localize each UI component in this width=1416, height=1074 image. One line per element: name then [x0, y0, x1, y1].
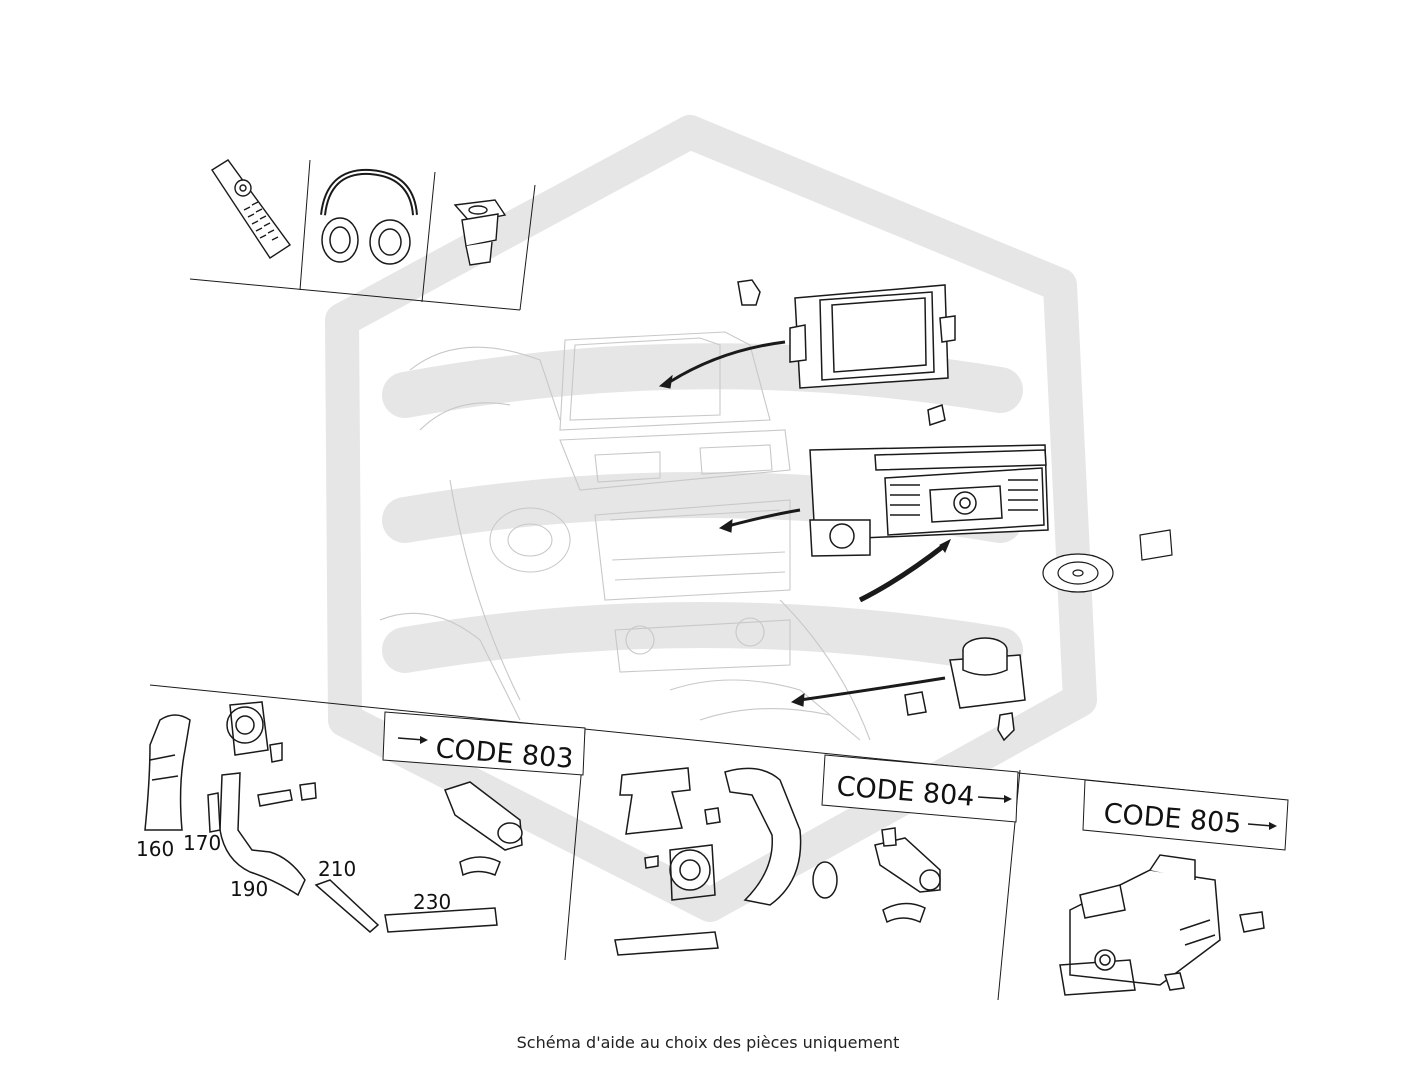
cd-disc-icon: [1042, 553, 1114, 593]
usb-socket-icon: [453, 199, 507, 266]
controller-knob-icon: [904, 637, 1026, 742]
code-803-parts: [444, 781, 523, 877]
head-unit-icon: [809, 404, 1049, 557]
code-805-parts: [1059, 854, 1265, 996]
code-804-box: [821, 754, 1019, 823]
center-parts: [614, 767, 838, 956]
ducting-parts-left: [144, 701, 498, 933]
sd-card-icon: [1139, 529, 1173, 561]
part-number-230: 230: [413, 890, 451, 914]
assembly-arrows: [658, 340, 951, 707]
part-number-210: 210: [318, 857, 356, 881]
part-number-170: 170: [183, 831, 221, 855]
accessories-panel: [189, 159, 536, 311]
code-804-parts: [874, 827, 941, 924]
part-number-160: 160: [136, 837, 174, 861]
diagram-caption: Schéma d'aide au choix des pièces unique…: [516, 1033, 900, 1052]
display-unit-icon: [737, 279, 956, 389]
remote-control-icon: [211, 159, 292, 259]
code-805-box: [1082, 779, 1289, 851]
part-number-labels: 160 170 190 210 230: [136, 831, 451, 914]
code-803-box: [382, 711, 586, 776]
headphones-icon: [320, 168, 418, 265]
part-number-190: 190: [230, 877, 268, 901]
dashboard-outline: [379, 331, 871, 741]
